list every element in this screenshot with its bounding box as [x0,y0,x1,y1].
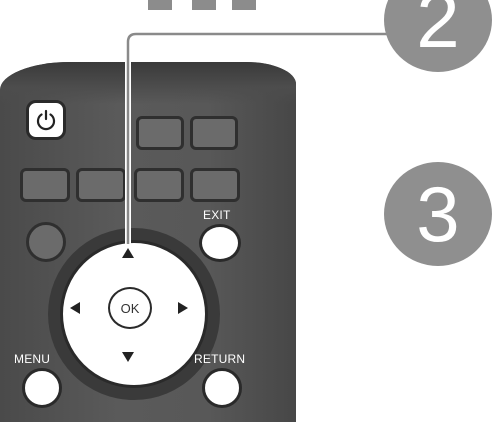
step-3-badge: 3 [384,162,492,266]
step-3-number: 3 [416,175,459,253]
step-2-number: 2 [416,0,459,59]
